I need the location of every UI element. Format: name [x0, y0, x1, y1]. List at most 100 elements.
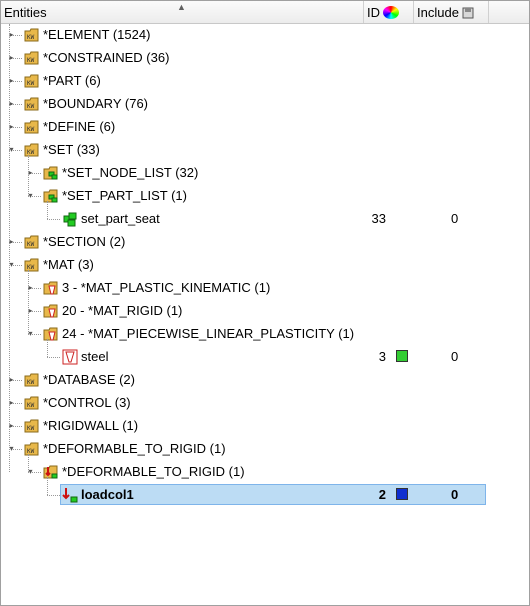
tree-guide-line	[28, 155, 29, 196]
set-icon	[62, 211, 78, 227]
tree-connector-line	[28, 334, 41, 335]
tree-guide-line	[28, 454, 29, 472]
tree-node[interactable]: ▸KW*BOUNDARY (76)	[1, 93, 529, 115]
include-file-icon	[462, 7, 474, 19]
tree-guide-line	[47, 201, 48, 219]
expand-icon[interactable]: ▸	[28, 168, 33, 177]
tree-node-label: 24 - *MAT_PIECEWISE_LINEAR_PLASTICITY (1…	[62, 326, 355, 341]
keyword-folder-icon: KW	[24, 27, 40, 43]
tree-node-label: 3 - *MAT_PLASTIC_KINEMATIC (1)	[62, 280, 271, 295]
expand-icon[interactable]: ▸	[9, 99, 14, 108]
selection-highlight	[60, 484, 486, 505]
tree-node[interactable]: ▸*SET_NODE_LIST (32)	[1, 162, 529, 184]
tree-node-label: *DATABASE (2)	[43, 372, 135, 387]
keyword-folder-icon: KW	[24, 257, 40, 273]
tree-node-label: *PART (6)	[43, 73, 101, 88]
expand-icon[interactable]: ▸	[9, 30, 14, 39]
include-column-header[interactable]: Include	[414, 1, 489, 23]
tree-node-label: *MAT (3)	[43, 257, 94, 272]
keyword-folder-icon: KW	[24, 119, 40, 135]
tree-node-label: loadcol1	[81, 487, 134, 502]
tree-connector-line	[9, 265, 22, 266]
expand-icon[interactable]: ▸	[28, 283, 33, 292]
tree-node-label: set_part_seat	[81, 211, 160, 226]
tree-node[interactable]: ▸KW*CONTROL (3)	[1, 392, 529, 414]
deformable-icon	[62, 487, 78, 503]
tree-node-label: *BOUNDARY (76)	[43, 96, 148, 111]
id-header-label: ID	[367, 5, 380, 20]
collapse-icon[interactable]: ▾	[28, 329, 33, 338]
tree-connector-line	[9, 403, 22, 404]
keyword-folder-icon: KW	[24, 418, 40, 434]
tree-node-label: *DEFINE (6)	[43, 119, 116, 134]
tree-connector-line	[28, 288, 41, 289]
entities-column-header[interactable]: Entities ▲	[1, 1, 364, 23]
expand-icon[interactable]: ▸	[9, 53, 14, 62]
keyword-folder-icon: KW	[24, 372, 40, 388]
tree-guide-line	[28, 270, 29, 334]
entities-header-label: Entities	[4, 5, 47, 20]
keyword-folder-icon: KW	[24, 142, 40, 158]
tree-node[interactable]: ▾ *SET_PART_LIST (1)	[1, 185, 529, 207]
tree-node-label: *RIGIDWALL (1)	[43, 418, 139, 433]
color-swatch[interactable]	[396, 350, 408, 362]
collapse-icon[interactable]: ▾	[28, 191, 33, 200]
collapse-icon[interactable]: ▾	[9, 444, 14, 453]
svg-text:KW: KW	[27, 34, 35, 41]
expand-icon[interactable]: ▸	[9, 421, 14, 430]
set-folder-icon	[43, 165, 59, 181]
color-swatch[interactable]	[396, 488, 408, 500]
expand-icon[interactable]: ▸	[9, 122, 14, 131]
tree-node[interactable]: ▾ *DEFORMABLE_TO_RIGID (1)	[1, 461, 529, 483]
tree-node-label: *SET (33)	[43, 142, 100, 157]
tree-node[interactable]: ▸KW*CONSTRAINED (36)	[1, 47, 529, 69]
color-wheel-icon	[383, 6, 399, 19]
material-folder-icon	[43, 280, 59, 296]
collapse-icon[interactable]: ▾	[28, 467, 33, 476]
tree-node[interactable]: ▾KW*DEFORMABLE_TO_RIGID (1)	[1, 438, 529, 460]
tree-connector-line	[47, 219, 60, 220]
tree-node[interactable]: ▸ KW *RIGIDWALL (1)	[1, 415, 529, 437]
expand-icon[interactable]: ▸	[9, 375, 14, 384]
svg-text:KW: KW	[27, 379, 35, 386]
svg-text:KW: KW	[27, 80, 35, 87]
keyword-folder-icon: KW	[24, 50, 40, 66]
expand-icon[interactable]: ▸	[9, 398, 14, 407]
expand-icon[interactable]: ▸	[9, 237, 14, 246]
tree-node[interactable]: ▾ KW*MAT (3)	[1, 254, 529, 276]
tree-node[interactable]: ▸KW*SECTION (2)	[1, 231, 529, 253]
svg-text:KW: KW	[27, 402, 35, 409]
tree-connector-line	[28, 173, 41, 174]
set-folder-icon	[43, 188, 59, 204]
tree-connector-line	[9, 58, 22, 59]
tree-node[interactable]: ▾ 24 - *MAT_PIECEWISE_LINEAR_PLASTICITY (…	[1, 323, 529, 345]
id-column-header[interactable]: ID	[364, 1, 414, 23]
expand-icon[interactable]: ▸	[9, 76, 14, 85]
include-value: 0	[451, 349, 459, 364]
tree-node-label: *DEFORMABLE_TO_RIGID (1)	[62, 464, 245, 479]
svg-text:KW: KW	[27, 425, 35, 432]
tree-node-label: *SET_PART_LIST (1)	[62, 188, 187, 203]
collapse-icon[interactable]: ▾	[9, 260, 14, 269]
tree-node[interactable]: ▸20 - *MAT_RIGID (1)	[1, 300, 529, 322]
tree-node[interactable]: ▸ KW*DEFINE (6)	[1, 116, 529, 138]
tree-connector-line	[47, 357, 60, 358]
deformable-folder-icon	[43, 464, 59, 480]
include-value: 0	[451, 211, 459, 226]
tree-node[interactable]: ▸KW*ELEMENT (1524)	[1, 24, 529, 46]
tree-connector-line	[9, 242, 22, 243]
collapse-icon[interactable]: ▾	[9, 145, 14, 154]
tree-connector-line	[9, 380, 22, 381]
expand-icon[interactable]: ▸	[28, 306, 33, 315]
tree-node[interactable]: ▾ KW*SET (33)	[1, 139, 529, 161]
entity-id: 3	[378, 349, 386, 364]
tree-node[interactable]: ▸ KW *DATABASE (2)	[1, 369, 529, 391]
tree-connector-line	[9, 449, 22, 450]
tree-node[interactable]: ▸ 3 - *MAT_PLASTIC_KINEMATIC (1)	[1, 277, 529, 299]
tree-connector-line	[9, 150, 22, 151]
tree-node[interactable]: ▸ KW *PART (6)	[1, 70, 529, 92]
tree-connector-line	[9, 104, 22, 105]
